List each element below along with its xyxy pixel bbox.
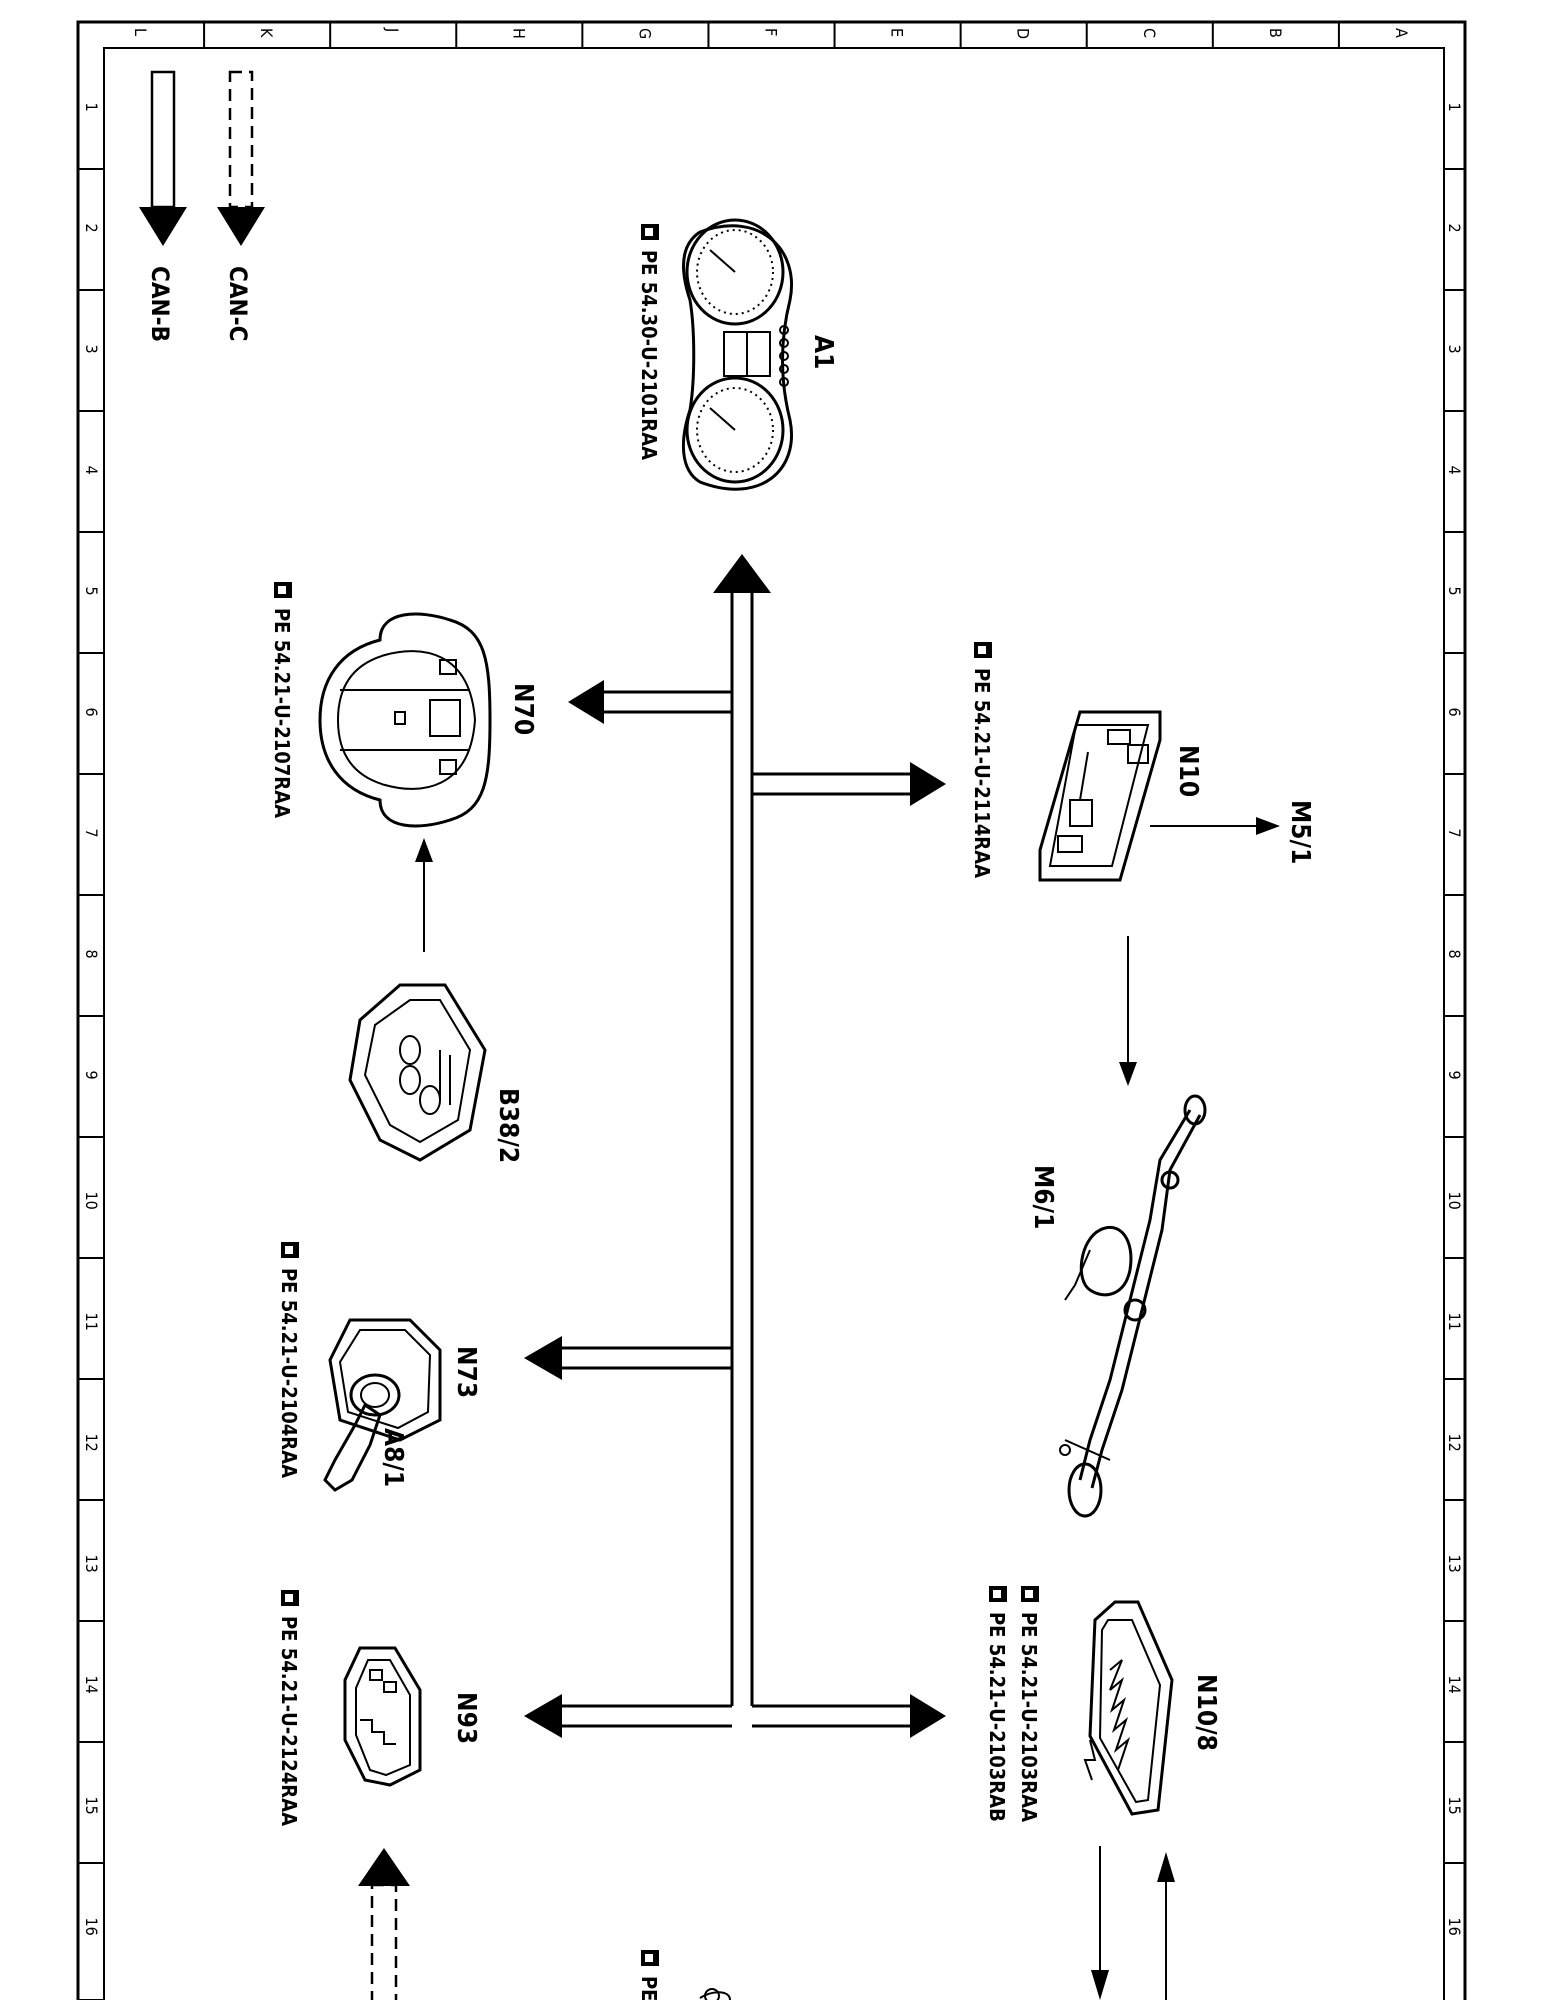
- legend: CAN-C CAN-B: [139, 70, 265, 342]
- frame-number-right: 15: [1445, 1797, 1464, 1815]
- frame-letter: E: [888, 28, 907, 37]
- frame-number-left: 9: [82, 1071, 101, 1080]
- frame-number-right: 2: [1445, 224, 1464, 233]
- frame-number-right: 6: [1445, 708, 1464, 717]
- component-code-b38-2: B38/2: [493, 1088, 523, 1163]
- component-code-a8-1: A8/1: [378, 1428, 408, 1487]
- frame-number-right: 9: [1445, 1071, 1464, 1080]
- frame-letter: D: [1014, 28, 1033, 39]
- frame-number-right: 10: [1445, 1192, 1464, 1210]
- partial-reference: PE: [637, 1976, 661, 2000]
- ignition-switch-icon: [328, 1318, 442, 1442]
- reference-hand-icon: [641, 224, 659, 240]
- component-reference: PE 54.30-U-2101RAA: [637, 250, 661, 460]
- legend-label-can-b: CAN-B: [146, 266, 174, 342]
- component-code-a1: A1: [808, 335, 838, 369]
- frame-number-left: 11: [82, 1313, 101, 1331]
- component-reference: PE 54.21-U-2107RAA: [270, 608, 294, 818]
- frame-number-right: 13: [1445, 1555, 1464, 1573]
- central-gateway-icon: [343, 1646, 422, 1787]
- signal-arrows: [415, 817, 1280, 2000]
- component-code-n10: N10: [1173, 745, 1203, 797]
- frame-number-right: 16: [1445, 1918, 1464, 1936]
- frame-letter: A: [1392, 28, 1411, 38]
- component-code-m5-1: M5/1: [1285, 800, 1315, 864]
- frame-number-right: 4: [1445, 466, 1464, 475]
- frame-number-right: 11: [1445, 1313, 1464, 1331]
- component-code-n93: N93: [451, 1692, 481, 1744]
- frame-number-right: 5: [1445, 587, 1464, 596]
- frame-letter: C: [1140, 28, 1159, 38]
- frame-number-right: 14: [1445, 1676, 1464, 1694]
- frame-number-left: 4: [82, 466, 101, 475]
- frame-number-right: 7: [1445, 829, 1464, 838]
- component-labels: A1 PE 54.30-U-2101RAA N10 PE 54.21-U-2114RA…: [270, 224, 1315, 2001]
- frame-number-left: 5: [82, 587, 101, 596]
- instrument-cluster-icon: [681, 218, 793, 491]
- frame-number-right: 12: [1445, 1434, 1464, 1452]
- reference-hand-icon: [641, 1950, 659, 1966]
- can-bus: [358, 554, 946, 2005]
- component-reference: PE 54.21-U-2103RAA: [1017, 1612, 1041, 1822]
- frame-number-left: 6: [82, 708, 101, 717]
- frame-letter: F: [762, 28, 781, 36]
- component-code-n70: N70: [508, 683, 538, 735]
- reference-hand-icon: [989, 1586, 1007, 1602]
- legend-can-c: CAN-C: [217, 70, 265, 341]
- overhead-control-panel-icon: [318, 612, 492, 828]
- wiper-motor-linkage-icon: [1059, 1094, 1207, 1518]
- frame-letter: L: [131, 28, 150, 36]
- frame-letter: K: [257, 28, 276, 38]
- frame-number-left: 2: [82, 224, 101, 233]
- component-reference: PE 54.21-U-2114RAA: [970, 668, 994, 878]
- frame-number-left: 14: [82, 1676, 101, 1694]
- legend-label-can-c: CAN-C: [224, 266, 252, 341]
- frame-number-right: 3: [1445, 345, 1464, 354]
- component-reference: PE 54.21-U-2103RAB: [985, 1612, 1009, 1822]
- legend-can-b: CAN-B: [139, 70, 187, 342]
- component-code-m6-1: M6/1: [1028, 1165, 1058, 1229]
- frame-number-right: 8: [1445, 950, 1464, 959]
- frame-number-left: 16: [82, 1918, 101, 1936]
- component-reference: PE 54.21-U-2104RAA: [277, 1268, 301, 1478]
- frame-letter: B: [1266, 28, 1285, 38]
- frame-number-right: 1: [1445, 103, 1464, 112]
- frame-number-left: 13: [82, 1555, 101, 1573]
- frame-number-left: 10: [82, 1192, 101, 1210]
- transmitter-key-icon: [323, 1402, 382, 1492]
- frame-number-left: 7: [82, 829, 101, 838]
- frame-number-left: 3: [82, 345, 101, 354]
- frame-letter: H: [509, 28, 528, 39]
- frame-letter: G: [635, 28, 654, 39]
- frame-letter: J: [383, 27, 402, 32]
- reference-hand-icon: [281, 1590, 299, 1606]
- partial-component-icon: [699, 1988, 731, 2004]
- frame-number-left: 12: [82, 1434, 101, 1452]
- rear-sam-module-icon: [1083, 1600, 1174, 1816]
- reference-hand-icon: [1021, 1586, 1039, 1602]
- frame-number-left: 8: [82, 950, 101, 959]
- frame-number-left: 15: [82, 1797, 101, 1815]
- rain-light-sensor-icon: [348, 983, 487, 1162]
- frame-number-left: 1: [82, 103, 101, 112]
- component-code-n73: N73: [451, 1346, 481, 1398]
- component-code-n10-8: N10/8: [1191, 1674, 1221, 1751]
- reference-hand-icon: [974, 642, 992, 658]
- reference-hand-icon: [274, 582, 292, 598]
- component-reference: PE 54.21-U-2124RAA: [277, 1616, 301, 1826]
- reference-hand-icon: [281, 1242, 299, 1258]
- sam-module-icon: [1038, 710, 1162, 882]
